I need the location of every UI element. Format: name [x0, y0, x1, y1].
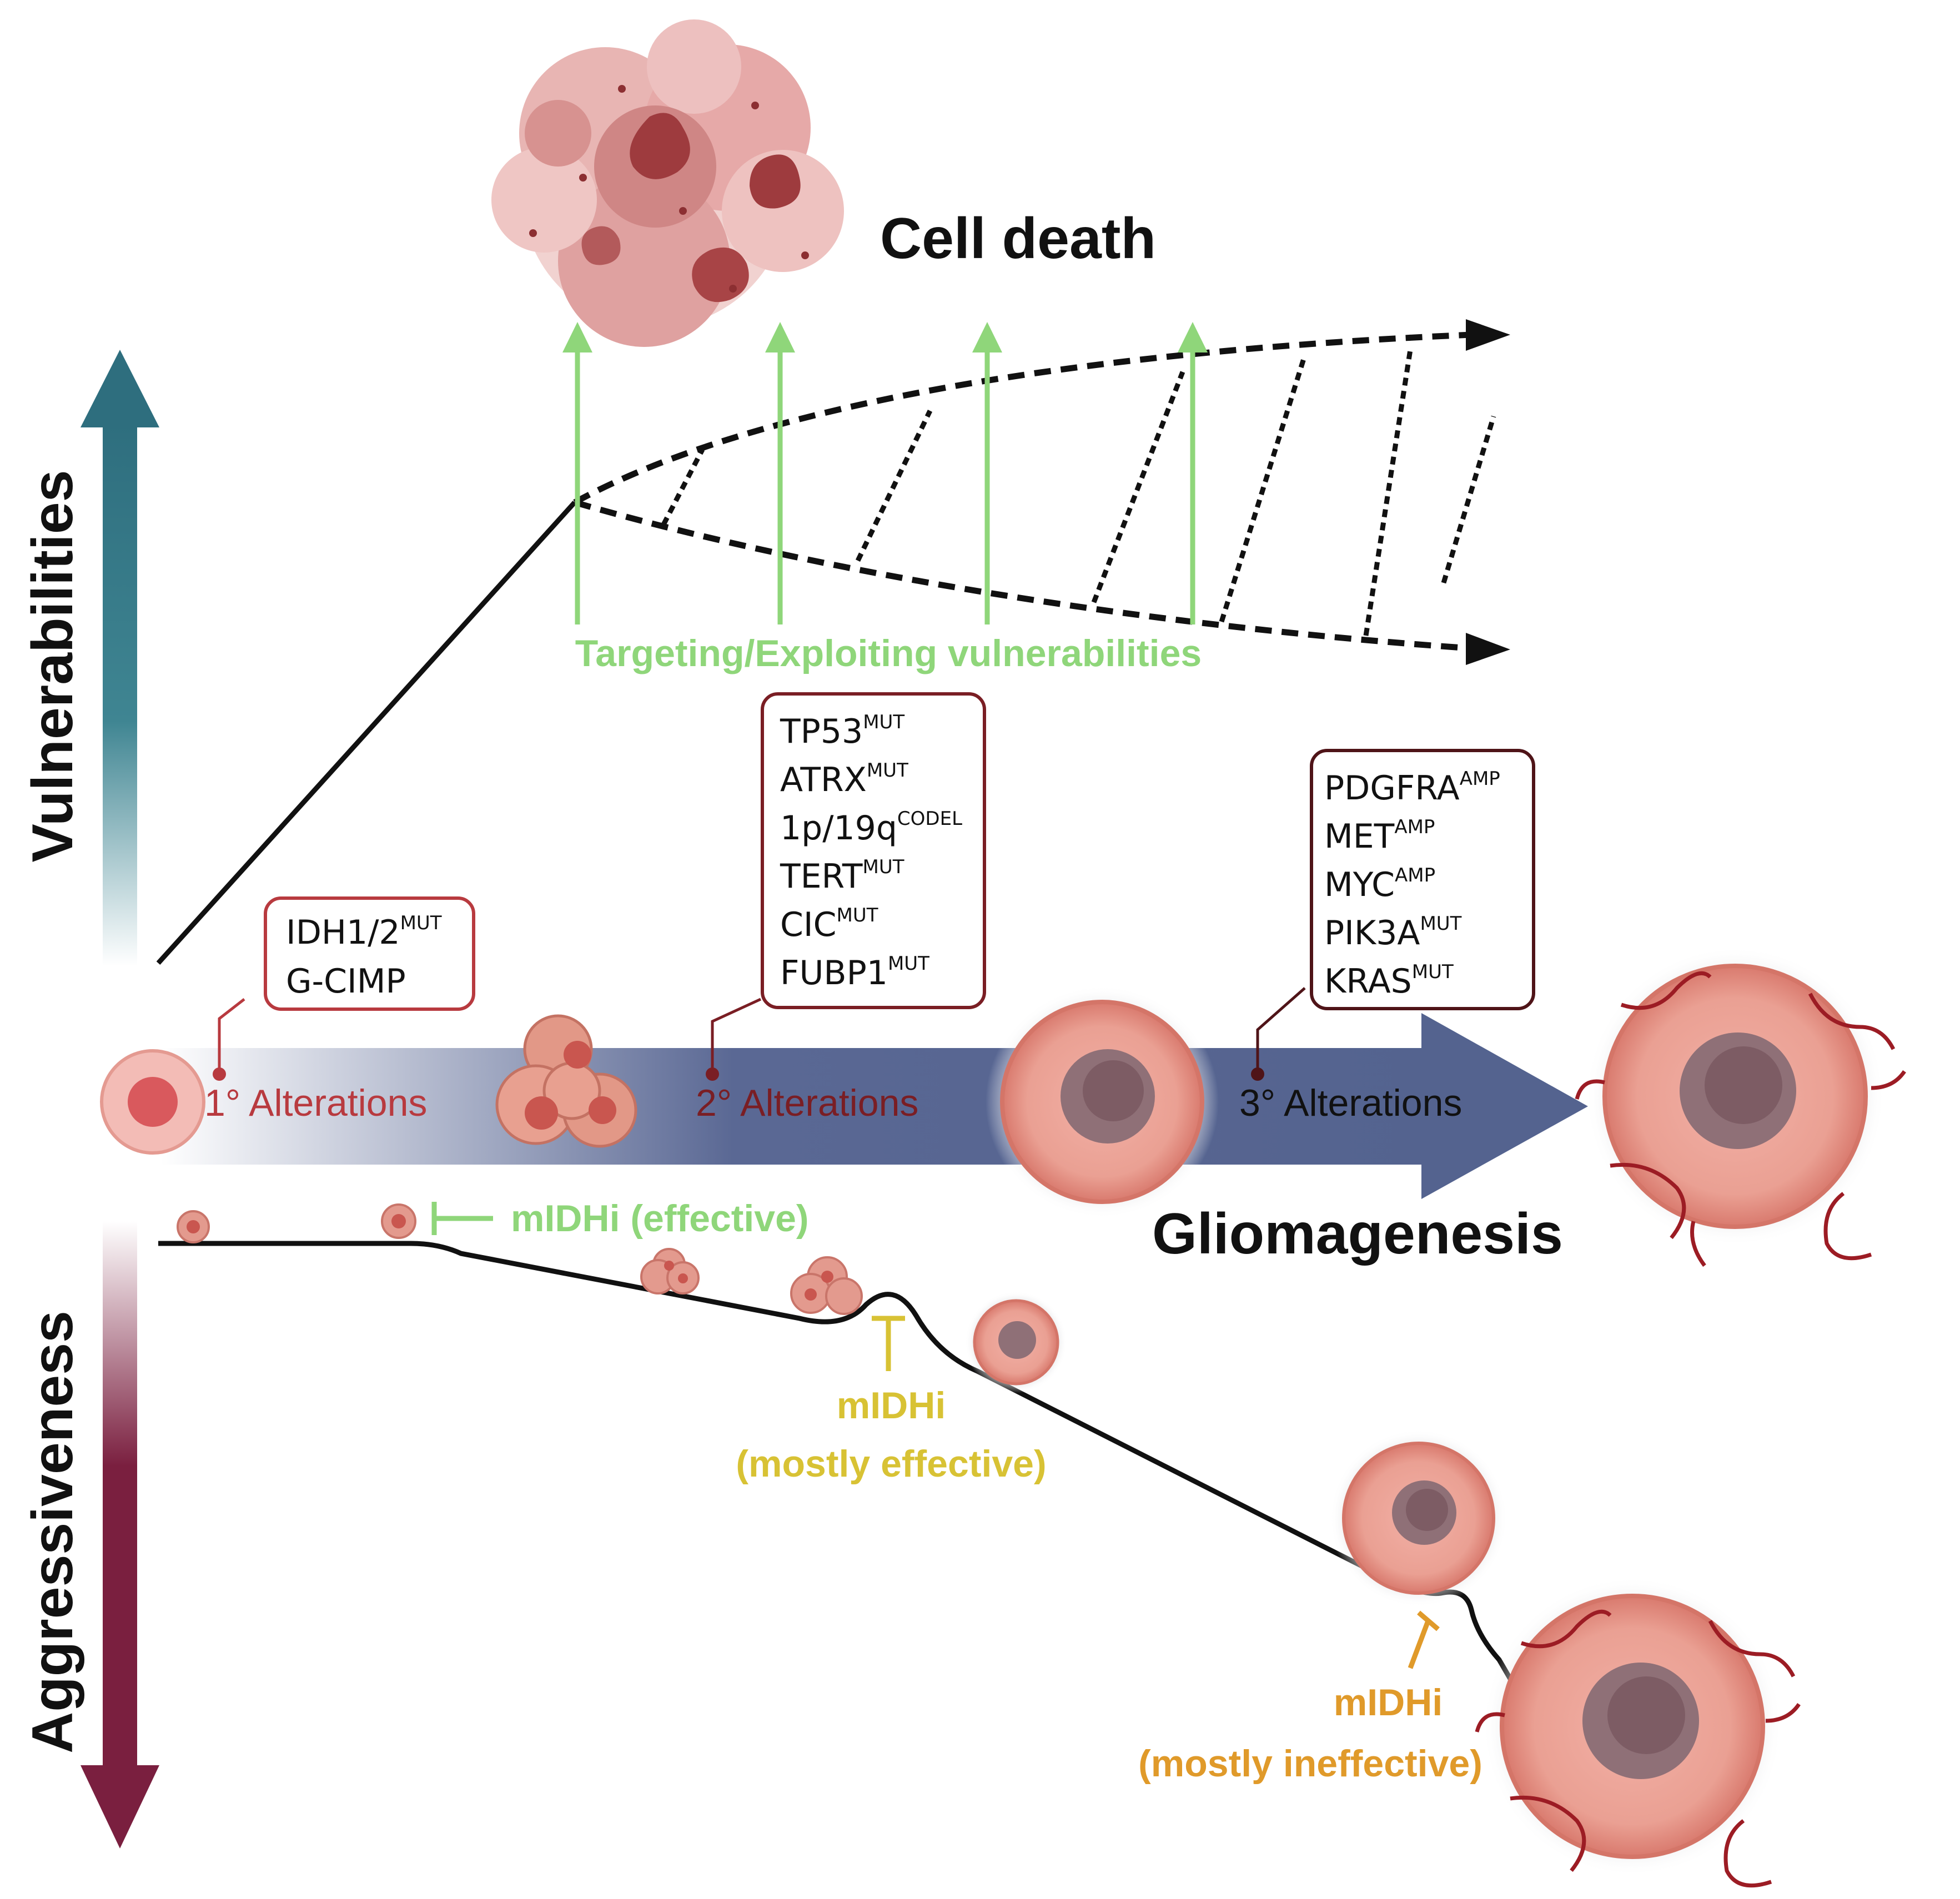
- tertiary-alteration-item: PDGFRAAMP: [1324, 768, 1500, 808]
- tertiary-alterations-label: 3° Alterations: [1239, 1082, 1462, 1124]
- secondary-alteration-superscript: MUT: [836, 904, 878, 926]
- vulnerabilities-label: Vulnerabilities: [21, 470, 85, 862]
- tertiary-alteration-marker: [1256, 987, 1306, 1074]
- secondary-alteration-superscript: MUT: [863, 856, 904, 878]
- primary-alterations-box: [264, 896, 475, 1011]
- aggressiveness-axis-arrow: [81, 1221, 159, 1848]
- secondary-alteration-item: TERTMUT: [780, 856, 904, 896]
- small-cluster-icon: [640, 1248, 700, 1294]
- mIDHi-effective-label: mIDHi (effective): [511, 1197, 809, 1240]
- gliomagenesis-label: Gliomagenesis: [1152, 1202, 1563, 1266]
- medium-cluster-icon: [790, 1256, 863, 1315]
- secondary-alteration-item: CICMUT: [780, 904, 878, 944]
- vascularized-tumor-icon: [1575, 946, 1906, 1267]
- dying-cells-cluster-icon: [491, 19, 844, 347]
- primary-alterations-label: 1° Alterations: [204, 1082, 427, 1124]
- secondary-alteration-item: ATRXMUT: [780, 759, 908, 799]
- secondary-alterations-box: [761, 692, 986, 1009]
- early-tumor-cluster-icon: [495, 1014, 637, 1148]
- secondary-marker-dot: [706, 1067, 719, 1081]
- mIDHi-mostly-effective-label: (mostly effective): [736, 1443, 1046, 1485]
- primary-alterations-list: IDH1/2MUT G-CIMP: [286, 912, 442, 1001]
- small-cell-icon: [381, 1203, 416, 1239]
- secondary-alteration-superscript: CODEL: [897, 808, 962, 830]
- secondary-alteration-superscript: MUT: [888, 953, 929, 975]
- mid-tumor-icon: [986, 985, 1219, 1218]
- upper-trajectory-arrowhead: [1466, 319, 1510, 351]
- primary-marker-dot: [213, 1067, 226, 1081]
- growing-tumor-icon: [965, 1291, 1067, 1393]
- mIDHi-mostly-ineffective-label: (mostly ineffective): [1138, 1742, 1482, 1785]
- upper-dashed-trajectory: [573, 331, 1472, 505]
- tertiary-alteration-superscript: AMP: [1394, 816, 1435, 838]
- mIDHi-mostly-effective-name: mIDHi: [837, 1384, 946, 1427]
- secondary-alteration-superscript: MUT: [863, 711, 904, 733]
- mIDHi-mostly-ineffective-inhibitor: [1408, 1610, 1440, 1669]
- late-vascularized-tumor-icon: [1475, 1576, 1801, 1888]
- targeting-label: Targeting/Exploiting vulnerabilities: [575, 632, 1202, 674]
- secondary-alteration-marker: [711, 998, 762, 1074]
- normal-cell-icon: [100, 1049, 205, 1155]
- tertiary-alteration-superscript: AMP: [1395, 864, 1435, 886]
- tertiary-alteration-superscript: MUT: [1412, 961, 1454, 983]
- trajectory-hatching: [661, 349, 1496, 636]
- secondary-alteration-item: 1p/19qCODEL: [780, 808, 962, 848]
- primary-alteration-item: IDH1/2MUT: [286, 912, 442, 952]
- tertiary-marker-dot: [1251, 1067, 1264, 1081]
- secondary-alteration-superscript: MUT: [867, 759, 908, 782]
- tiny-cell-icon: [177, 1210, 210, 1243]
- lower-dashed-trajectory: [574, 499, 1472, 652]
- vulnerability-trajectory-line: [156, 500, 577, 965]
- targeting-arrows: [562, 322, 1208, 624]
- vulnerabilities-axis-arrow: [81, 350, 159, 966]
- primary-alteration-item: G-CIMP: [286, 962, 406, 1001]
- lower-trajectory-arrowhead: [1466, 633, 1510, 665]
- primary-alteration-marker: [218, 998, 245, 1074]
- tertiary-alterations-box: [1310, 749, 1535, 1010]
- tertiary-alteration-item: PIK3AMUT: [1324, 913, 1462, 953]
- secondary-alterations-label: 2° Alterations: [696, 1082, 918, 1124]
- mIDHi-mostly-ineffective-name: mIDHi: [1334, 1681, 1443, 1724]
- tertiary-alteration-superscript: MUT: [1420, 913, 1461, 935]
- tertiary-alterations-list: PDGFRAAMP METAMP MYCAMP PIK3AMUT KRASMUT: [1324, 768, 1500, 1001]
- cell-death-label: Cell death: [880, 206, 1156, 271]
- gliomagenesis-progress-arrow: [161, 1013, 1588, 1199]
- secondary-alterations-list: TP53MUT ATRXMUT 1p/19qCODEL TERTMUT CICMUT FU…: [780, 711, 962, 993]
- mIDHi-mostly-effective-inhibitor: [872, 1316, 905, 1371]
- aggressiveness-trajectory-line: [158, 1241, 1601, 1833]
- secondary-alteration-item: TP53MUT: [780, 711, 904, 751]
- tertiary-alteration-item: MYCAMP: [1324, 864, 1435, 904]
- tertiary-alteration-superscript: AMP: [1460, 768, 1500, 790]
- advanced-tumor-icon: [1330, 1429, 1507, 1607]
- tertiary-alteration-item: METAMP: [1324, 816, 1435, 856]
- secondary-alteration-item: FUBP1MUT: [780, 953, 929, 993]
- mIDHi-effective-inhibitor: [431, 1202, 493, 1235]
- aggressiveness-label: Aggressiveness: [21, 1311, 85, 1754]
- primary-alteration-superscript: MUT: [400, 912, 442, 934]
- tertiary-alteration-item: KRASMUT: [1324, 961, 1454, 1001]
